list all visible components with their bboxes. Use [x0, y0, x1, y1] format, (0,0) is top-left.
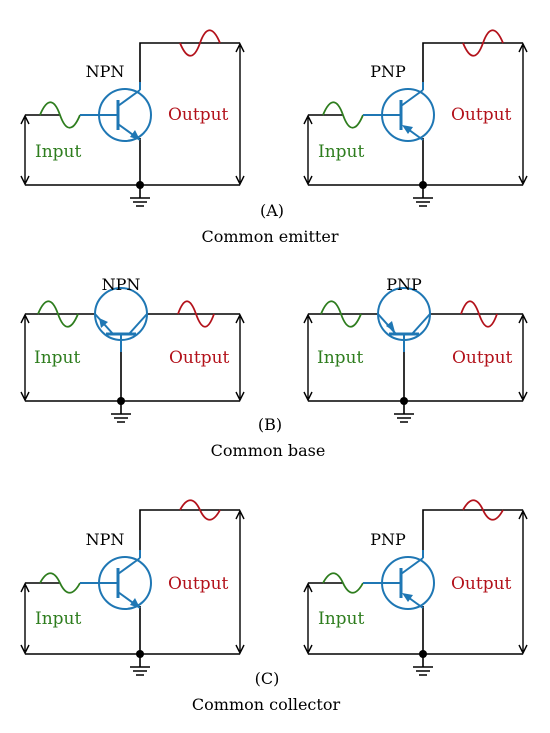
section-common-collector: NPN Input Output	[20, 499, 528, 714]
ground-node	[400, 397, 408, 405]
output-label: Output	[168, 574, 229, 594]
output-wave	[460, 300, 498, 328]
ground-icon	[413, 666, 433, 676]
transistor-symbol	[363, 550, 435, 610]
transistor-symbol	[80, 82, 152, 142]
output-label: Output	[169, 348, 230, 368]
input-label: Input	[35, 142, 81, 162]
ground-icon	[130, 666, 150, 676]
transistor-type-label: NPN	[86, 530, 125, 549]
ground-node	[136, 181, 144, 189]
input-arrow	[303, 313, 313, 402]
transistor-type-label: PNP	[370, 62, 406, 81]
section-letter: (C)	[255, 669, 280, 688]
circuit-common-emitter-npn: NPN Input Output	[20, 29, 245, 207]
output-wave	[462, 29, 504, 57]
section-caption: Common collector	[192, 695, 341, 714]
transistor-symbol	[377, 287, 431, 352]
transistor-type-label: NPN	[102, 275, 141, 294]
input-label: Input	[35, 609, 81, 629]
circuit-common-emitter-pnp: PNP Input Output	[303, 29, 528, 207]
output-wave	[177, 300, 215, 328]
section-caption: Common emitter	[202, 227, 339, 246]
transistor-type-label: NPN	[86, 62, 125, 81]
ground-icon	[111, 413, 131, 423]
transistor-symbol	[363, 82, 435, 142]
ground-icon	[394, 413, 414, 423]
input-arrow	[303, 582, 313, 655]
input-wave	[39, 101, 81, 129]
transistor-type-label: PNP	[386, 275, 422, 294]
ground-node	[419, 181, 427, 189]
output-label: Output	[168, 105, 229, 125]
output-wave	[179, 499, 221, 521]
output-arrow	[235, 313, 245, 402]
section-common-emitter: NPN Input Output	[20, 29, 528, 246]
ground-icon	[130, 197, 150, 207]
input-wave	[322, 101, 364, 129]
circuit-common-collector-npn: NPN Input Output	[20, 499, 245, 676]
input-arrow	[303, 114, 313, 186]
ground-node	[419, 650, 427, 658]
transistor-symbol	[94, 287, 148, 352]
input-wave	[37, 300, 79, 328]
output-label: Output	[451, 574, 512, 594]
section-common-base: NPN Input Output	[20, 275, 528, 460]
circuit-common-base-pnp: PNP Input Output	[303, 275, 528, 423]
output-arrow	[235, 42, 245, 186]
output-wave	[462, 499, 504, 521]
section-letter: (B)	[258, 415, 282, 434]
input-label: Input	[318, 142, 364, 162]
output-arrow	[235, 509, 245, 655]
ground-node	[117, 397, 125, 405]
input-arrow	[20, 114, 30, 186]
input-arrow	[20, 582, 30, 655]
input-label: Input	[318, 609, 364, 629]
output-arrow	[518, 509, 528, 655]
input-wave	[39, 572, 81, 594]
input-label: Input	[317, 348, 363, 368]
wires	[308, 313, 523, 414]
output-wave	[179, 29, 221, 57]
transistor-type-label: PNP	[370, 530, 406, 549]
transistor-symbol	[80, 550, 152, 610]
ground-node	[136, 650, 144, 658]
output-arrow	[518, 42, 528, 186]
input-wave	[320, 300, 362, 328]
output-label: Output	[452, 348, 513, 368]
circuit-common-base-npn: NPN Input Output	[20, 275, 245, 423]
ground-icon	[413, 197, 433, 207]
input-label: Input	[34, 348, 80, 368]
input-wave	[322, 572, 364, 594]
output-arrow	[518, 313, 528, 402]
section-letter: (A)	[260, 201, 284, 220]
output-label: Output	[451, 105, 512, 125]
circuit-common-collector-pnp: PNP Input Output	[303, 499, 528, 676]
input-arrow	[20, 313, 30, 402]
section-caption: Common base	[211, 441, 326, 460]
